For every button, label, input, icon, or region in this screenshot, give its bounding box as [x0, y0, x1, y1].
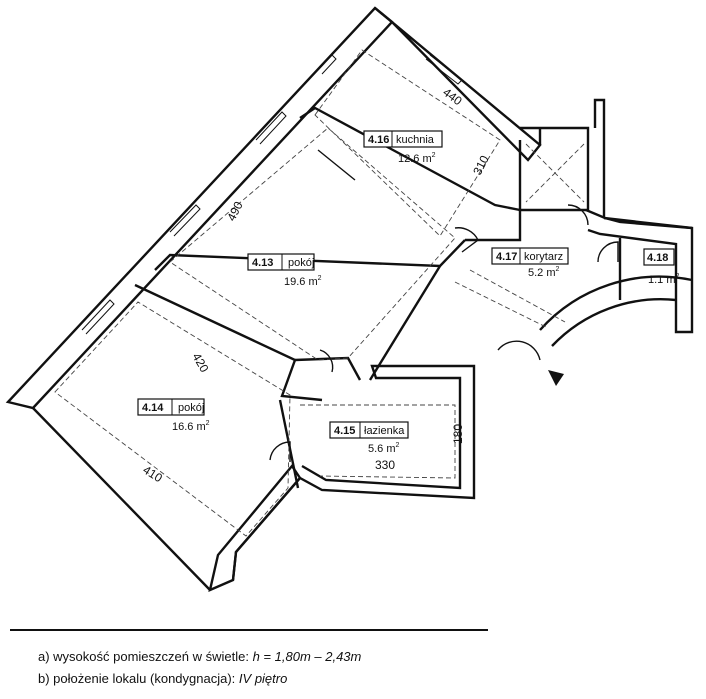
footer-divider [10, 629, 488, 631]
room-label-4-16: 4.16 kuchnia 12.6 m2 [363, 130, 443, 165]
svg-text:16.6 m2: 16.6 m2 [172, 420, 210, 433]
apartment-outline [32, 98, 694, 591]
svg-text:12.6 m2: 12.6 m2 [398, 152, 436, 165]
room-name: kuchnia [396, 134, 435, 146]
dimension-490: 490 [224, 199, 246, 223]
doors [269, 149, 619, 462]
svg-text:5.6 m2: 5.6 m2 [368, 442, 400, 455]
room-number: 4.13 [252, 257, 273, 269]
dimension-180: 180 [451, 424, 465, 444]
room-number: 4.15 [334, 425, 355, 437]
room-area: 5.6 m [368, 443, 396, 455]
room-name: pokój [178, 402, 204, 414]
room-label-4-18: 4.18 1.1 m2 [643, 248, 680, 286]
note-floor-label: b) położenie lokalu (kondygnacja): [38, 671, 236, 686]
dimension-330: 330 [375, 458, 395, 472]
windows [81, 54, 463, 335]
partitions [134, 106, 622, 489]
room-name: korytarz [524, 251, 563, 263]
room-number: 4.16 [368, 134, 389, 146]
room-area: 5.2 m [528, 267, 556, 279]
room-label-4-14: 4.14 pokój 16.6 m2 [137, 398, 210, 433]
note-height-label: a) wysokość pomieszczeń w świetle: [38, 649, 249, 664]
room-area: 16.6 m [172, 421, 206, 433]
svg-text:19.6 m2: 19.6 m2 [284, 275, 322, 288]
dimension-410: 410 [140, 463, 165, 486]
room-label-4-15: 4.15 łazienka 5.6 m2 [329, 421, 409, 455]
note-floor: b) położenie lokalu (kondygnacja): IV pi… [38, 668, 361, 690]
dimension-310: 310 [470, 153, 492, 177]
dimension-420: 420 [189, 351, 211, 376]
room-area: 19.6 m [284, 276, 318, 288]
svg-text:1.1 m2: 1.1 m2 [648, 273, 680, 286]
room-name: pokój [288, 257, 314, 269]
svg-text:5.2 m2: 5.2 m2 [528, 266, 560, 279]
note-height-value: h = 1,80m – 2,43m [252, 649, 362, 664]
room-number: 4.18 [647, 252, 668, 264]
room-number: 4.14 [142, 402, 164, 414]
room-label-4-17: 4.17 korytarz 5.2 m2 [491, 247, 569, 279]
entrance-arrow-icon [548, 370, 564, 386]
note-height: a) wysokość pomieszczeń w świetle: h = 1… [38, 646, 361, 668]
room-area: 12.6 m [398, 153, 432, 165]
note-floor-value: IV piętro [238, 671, 288, 686]
room-name: łazienka [364, 425, 405, 437]
plan-notes: a) wysokość pomieszczeń w świetle: h = 1… [38, 646, 361, 690]
dimensions: 440 310 490 420 410 180 330 [140, 85, 492, 485]
room-area: 1.1 m [648, 274, 676, 286]
room-number: 4.17 [496, 251, 517, 263]
room-label-4-13: 4.13 pokój 19.6 m2 [247, 253, 322, 288]
